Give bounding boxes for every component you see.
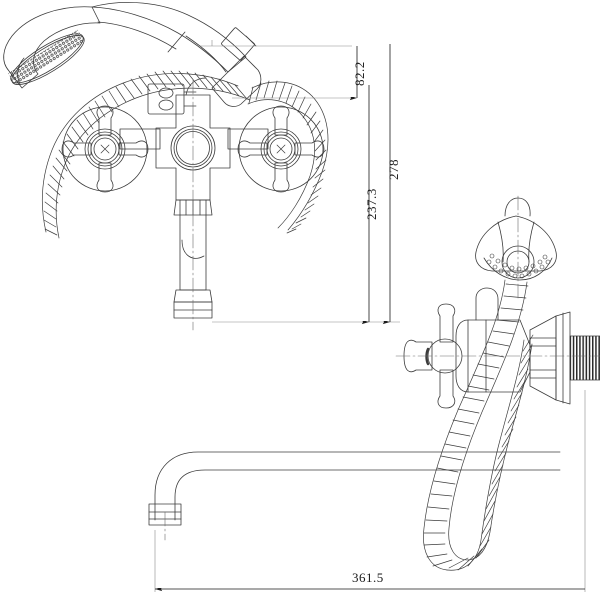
dimension-label-237-3: 237.3 <box>364 188 379 220</box>
flex-hose-side <box>423 279 534 571</box>
dimension-label-361-5: 361.5 <box>352 570 384 585</box>
mixer-body-front <box>119 77 269 319</box>
shower-handset-side <box>475 197 557 281</box>
dimension-label-82-2: 82.2 <box>352 61 367 86</box>
cross-handle-right <box>237 105 325 193</box>
cross-handle-left <box>61 105 149 193</box>
spout-front <box>148 451 561 526</box>
dimension-label-278: 278 <box>386 159 401 180</box>
dimension-lines <box>154 40 586 592</box>
threaded-nipple <box>569 335 600 381</box>
shower-handset-front <box>3 1 262 107</box>
flex-hose-front <box>42 70 329 239</box>
centre-lines <box>164 79 600 541</box>
mixer-body-side <box>403 287 571 409</box>
